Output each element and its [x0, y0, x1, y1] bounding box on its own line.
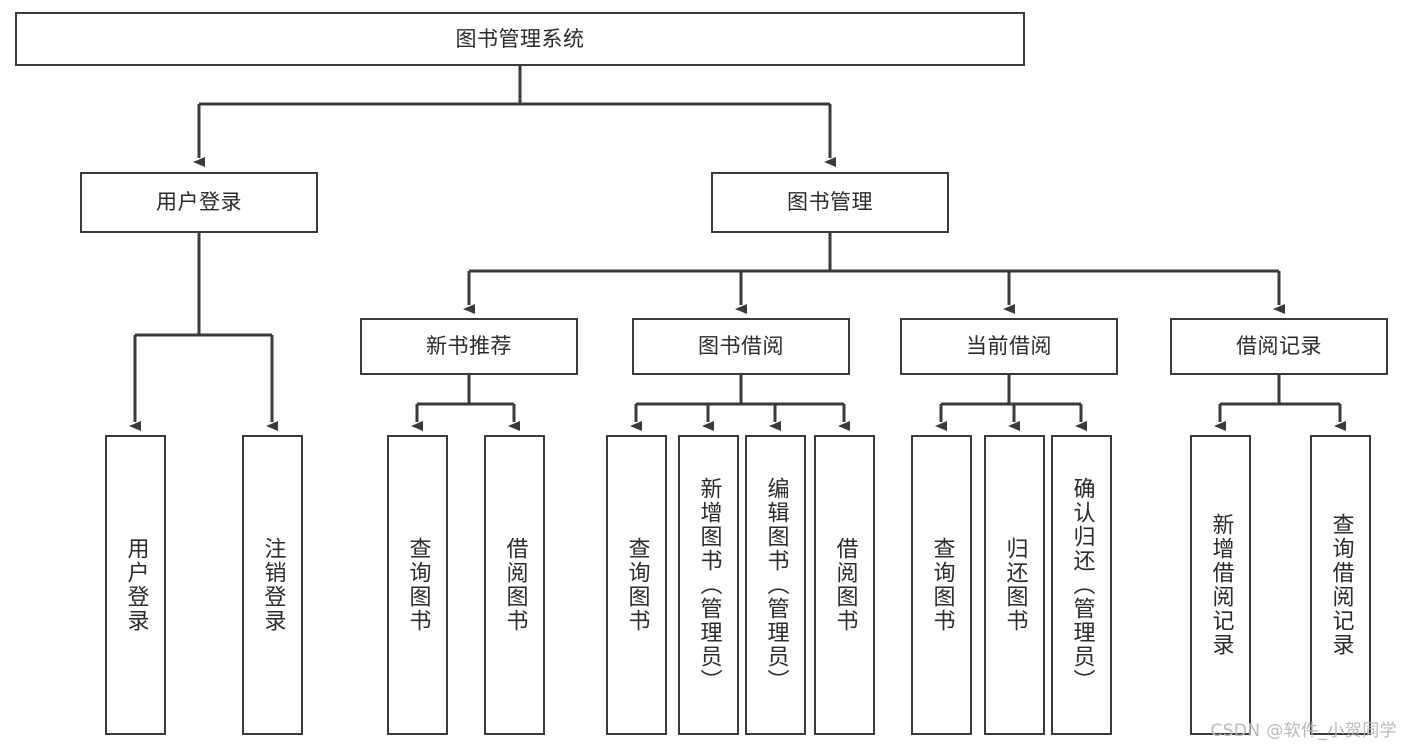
node-user-login[interactable]: 用户登录: [80, 172, 318, 233]
leaf-confirm-return-label: 确认归还（管理员）: [1069, 477, 1095, 693]
leaf-query-book-1-label: 查询图书: [405, 537, 431, 633]
leaf-logout[interactable]: 注销登录: [242, 435, 303, 735]
node-user-login-label: 用户登录: [156, 190, 242, 215]
leaf-add-record-label: 新增借阅记录: [1208, 513, 1234, 657]
node-book-borrow[interactable]: 图书借阅: [632, 318, 850, 375]
leaf-query-record-label: 查询借阅记录: [1328, 513, 1354, 657]
leaf-query-book-2[interactable]: 查询图书: [606, 435, 667, 735]
node-book-manage-label: 图书管理: [787, 190, 873, 215]
leaf-borrow-book-2[interactable]: 借阅图书: [814, 435, 875, 735]
node-borrow-record[interactable]: 借阅记录: [1170, 318, 1388, 375]
leaf-confirm-return[interactable]: 确认归还（管理员）: [1051, 435, 1112, 735]
leaf-add-book-label: 新增图书（管理员）: [696, 477, 722, 693]
node-current-borrow-label: 当前借阅: [966, 334, 1052, 359]
node-new-book-rec-label: 新书推荐: [426, 334, 512, 359]
node-borrow-record-label: 借阅记录: [1236, 334, 1322, 359]
leaf-borrow-book-1[interactable]: 借阅图书: [484, 435, 545, 735]
leaf-query-record[interactable]: 查询借阅记录: [1310, 435, 1371, 735]
node-root-label: 图书管理系统: [455, 26, 585, 51]
leaf-edit-book-label: 编辑图书（管理员）: [763, 477, 789, 693]
leaf-logout-label: 注销登录: [260, 537, 286, 633]
leaf-edit-book[interactable]: 编辑图书（管理员）: [745, 435, 806, 735]
leaf-add-book[interactable]: 新增图书（管理员）: [678, 435, 739, 735]
leaf-user-login[interactable]: 用户登录: [105, 435, 166, 735]
leaf-query-book-3[interactable]: 查询图书: [911, 435, 972, 735]
node-new-book-rec[interactable]: 新书推荐: [360, 318, 578, 375]
node-current-borrow[interactable]: 当前借阅: [900, 318, 1118, 375]
leaf-borrow-book-1-label: 借阅图书: [502, 537, 528, 633]
leaf-query-book-1[interactable]: 查询图书: [387, 435, 448, 735]
node-book-borrow-label: 图书借阅: [698, 334, 784, 359]
leaf-user-login-label: 用户登录: [123, 537, 149, 633]
node-book-manage[interactable]: 图书管理: [711, 172, 949, 233]
leaf-add-record[interactable]: 新增借阅记录: [1190, 435, 1251, 735]
leaf-query-book-3-label: 查询图书: [929, 537, 955, 633]
leaf-return-book-label: 归还图书: [1002, 537, 1028, 633]
leaf-borrow-book-2-label: 借阅图书: [832, 537, 858, 633]
node-root[interactable]: 图书管理系统: [15, 12, 1025, 66]
leaf-return-book[interactable]: 归还图书: [984, 435, 1045, 735]
csdn-watermark: CSDN @软件_小贺同学: [1210, 721, 1397, 741]
leaf-query-book-2-label: 查询图书: [624, 537, 650, 633]
